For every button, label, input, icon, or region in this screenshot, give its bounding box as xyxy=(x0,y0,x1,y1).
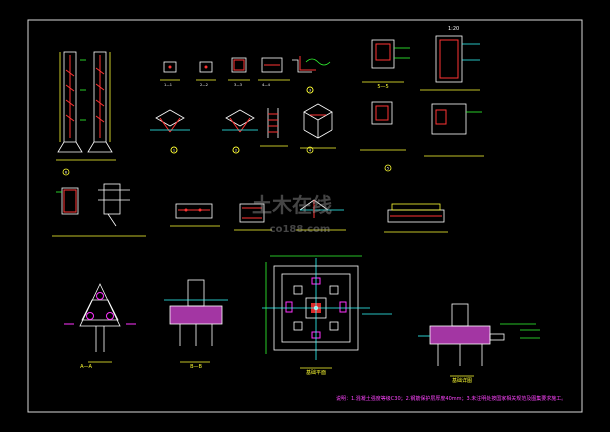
drawing-frame xyxy=(27,19,583,413)
detail-marker-label: 1 xyxy=(173,148,175,152)
label-section-3-3: 3—3 xyxy=(234,83,242,87)
label-section-b-b: B—B xyxy=(190,364,202,370)
detail-pile-cap-section xyxy=(418,303,540,377)
detail-truss-joint xyxy=(296,199,346,231)
label-section-5-5: 5—5 xyxy=(377,84,388,90)
label-section-a-a: A—A xyxy=(80,364,92,370)
detail-slab-edge xyxy=(170,203,220,227)
detail-column-left xyxy=(56,51,86,161)
detail-marker-circle xyxy=(62,168,70,176)
detail-isometric-box xyxy=(300,86,336,149)
detail-pile-cap-elevation xyxy=(164,279,228,363)
detail-marker-label: 5 xyxy=(387,166,389,170)
detail-cap-beam xyxy=(384,203,448,233)
detail-connection-top-right xyxy=(360,35,484,157)
detail-marker-circle xyxy=(306,146,314,154)
watermark-text: 土木在线 xyxy=(252,193,332,217)
label-section-2-2: 2—2 xyxy=(200,83,208,87)
detail-marker-circle xyxy=(232,146,240,154)
detail-beam-column-joint-2 xyxy=(92,183,146,237)
label-plan-1: 基础平面 xyxy=(306,369,326,376)
detail-marker-circle xyxy=(384,164,392,172)
detail-marker-label: 3 xyxy=(309,88,311,92)
detail-foundation-plan xyxy=(262,255,392,369)
detail-ladder xyxy=(260,108,288,147)
detail-beam-column-joint-1 xyxy=(52,187,92,237)
detail-rebar-cage-1 xyxy=(150,109,190,154)
detail-markers: 1 2 3 4 5 6 xyxy=(62,86,392,176)
label-section-4-4: 4—4 xyxy=(262,83,271,87)
detail-column-right xyxy=(86,51,116,161)
watermark-url: co188.com xyxy=(270,224,331,235)
detail-marker-circle xyxy=(170,146,178,154)
detail-beam-section xyxy=(234,203,272,231)
detail-rebar-cage-2 xyxy=(222,109,258,154)
scale-annotation: 1:20 xyxy=(448,26,459,32)
label-section-1-1: 1—1 xyxy=(164,83,172,87)
detail-marker-circle xyxy=(306,86,314,94)
general-notes: 说明：1.混凝土强度等级C30；2.钢筋保护层厚度40mm；3.未注明处按国家相… xyxy=(336,395,566,402)
detail-marker-label: 2 xyxy=(235,148,237,152)
detail-marker-label: 6 xyxy=(65,170,67,174)
detail-small-sections: 1—1 2—2 3—3 4—4 xyxy=(160,56,331,87)
label-plan-2: 基础详图 xyxy=(452,377,472,384)
detail-triangular-pile-cap xyxy=(64,283,136,363)
detail-marker-label: 4 xyxy=(309,148,312,152)
